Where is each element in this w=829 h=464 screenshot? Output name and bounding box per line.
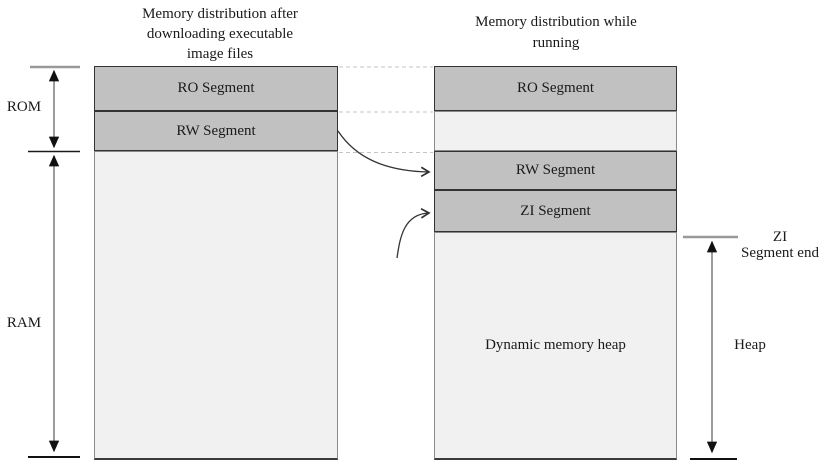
zi-segment-pointer-arrow <box>396 208 431 259</box>
left-title-line-2: downloading executable <box>146 26 294 42</box>
zi-segment-end-line-1: ZI <box>772 229 788 245</box>
dynamic-memory-heap-label: Dynamic memory heap <box>485 337 626 353</box>
left-ro-segment: RO Segment <box>94 66 338 111</box>
left-rw-segment: RW Segment <box>94 111 338 151</box>
ram-label: RAM <box>6 315 42 331</box>
left-title-line-1: Memory distribution after <box>142 6 298 22</box>
right-ro-segment: RO Segment <box>434 66 677 111</box>
rom-label: ROM <box>6 99 42 115</box>
dynamic-memory-heap: Dynamic memory heap <box>434 232 677 460</box>
right-zi-segment: ZI Segment <box>434 190 677 232</box>
right-column-title: Memory distribution while running <box>436 12 676 54</box>
right-memory-column: RO Segment RW Segment ZI Segment Dynamic… <box>434 66 677 460</box>
left-column-title: Memory distribution after downloading ex… <box>100 4 340 64</box>
zi-segment-end-line-2: Segment end <box>741 245 819 261</box>
right-title-line-1: Memory distribution while <box>475 14 637 30</box>
heap-label: Heap <box>734 337 766 353</box>
right-rw-segment-label: RW Segment <box>515 162 596 178</box>
zi-segment-end-label: ZI Segment end <box>737 229 823 261</box>
left-rw-segment-label: RW Segment <box>176 122 256 139</box>
left-title-line-3: image files <box>186 46 254 62</box>
right-zi-segment-label: ZI Segment <box>520 202 591 219</box>
rw-segment-relocation-arrow <box>337 130 431 178</box>
right-title-line-2: running <box>532 35 580 51</box>
right-ro-segment-label: RO Segment <box>516 80 595 96</box>
left-ro-segment-label: RO Segment <box>177 80 255 96</box>
right-rw-segment: RW Segment <box>434 151 677 190</box>
left-free-ram-area <box>94 151 338 460</box>
right-gap-area <box>434 111 677 151</box>
left-memory-column: RO Segment RW Segment <box>94 66 338 460</box>
